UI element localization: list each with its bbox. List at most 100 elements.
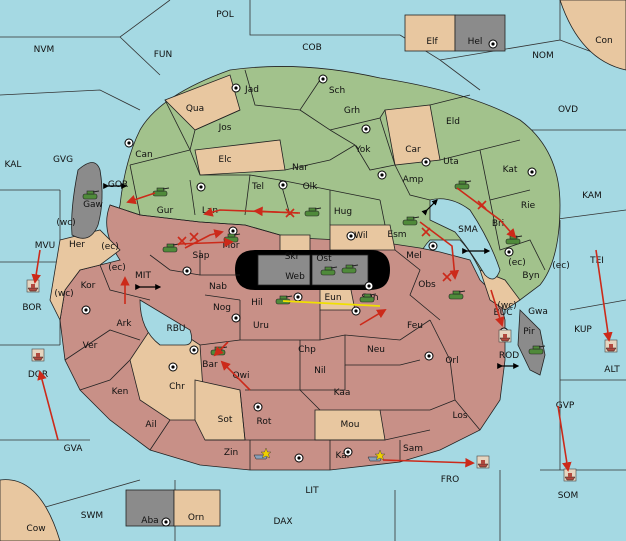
supply-center-icon xyxy=(182,266,192,276)
province-label-amp: Amp xyxy=(403,175,424,185)
fleet-icon[interactable] xyxy=(31,348,45,362)
order-arrow xyxy=(37,370,59,441)
province-label-eld: Eld xyxy=(446,117,460,127)
province-label-ark: Ark xyxy=(116,319,132,329)
sea-label-gvp: GVP xyxy=(556,401,575,411)
sea-label-fro: FRO xyxy=(441,475,460,485)
province-label-kor: Kor xyxy=(81,281,96,291)
army-icon[interactable] xyxy=(528,345,546,355)
province-label-sap: Sap xyxy=(193,251,210,261)
sea-label-kup: KUP xyxy=(574,325,592,335)
province-her[interactable] xyxy=(49,229,121,322)
province-gwa[interactable] xyxy=(479,269,521,311)
province-label-uru: Uru xyxy=(253,321,269,331)
army-icon[interactable] xyxy=(448,290,466,300)
province-label-sch: Sch xyxy=(329,86,345,96)
province-label-sam: Sam xyxy=(403,444,423,454)
province-label-rot: Rot xyxy=(257,417,272,427)
order-arrow xyxy=(220,360,251,391)
supply-center-icon xyxy=(421,157,431,167)
order-arrow xyxy=(184,229,224,249)
order-arrow xyxy=(419,221,460,280)
fleet-icon[interactable] xyxy=(604,339,618,353)
army-icon[interactable] xyxy=(82,190,100,200)
province-gaw[interactable] xyxy=(71,162,103,239)
army-icon[interactable] xyxy=(359,293,377,303)
province-label-los: Los xyxy=(452,411,467,421)
supply-center-icon xyxy=(168,362,178,372)
order-arrow xyxy=(456,187,517,239)
province-label-orn: Orn xyxy=(188,513,204,523)
province-label-nog: Nog xyxy=(213,303,231,313)
province-label-web: Web xyxy=(285,272,305,282)
fleet-icon[interactable] xyxy=(563,468,577,482)
province-label-car: Car xyxy=(405,145,421,155)
fleet-icon[interactable] xyxy=(253,447,272,460)
army-icon[interactable] xyxy=(162,243,180,253)
province-orn[interactable] xyxy=(173,489,221,527)
coast-tag: (ec) xyxy=(552,261,570,271)
supply-center-icon xyxy=(343,447,353,457)
order-arrow xyxy=(126,192,156,205)
province-label-tel: Tel xyxy=(251,182,264,192)
fleet-icon[interactable] xyxy=(367,449,386,462)
army-icon[interactable] xyxy=(320,266,338,276)
province-label-gaw: Gaw xyxy=(83,200,103,210)
order-arrow xyxy=(213,341,229,357)
province-label-uta: Uta xyxy=(443,157,459,167)
sea-label-con: Con xyxy=(595,36,613,46)
supply-center-icon xyxy=(346,231,356,241)
sea-label-mvu: MVU xyxy=(35,241,56,251)
province-label-olk: Olk xyxy=(303,182,319,192)
supply-center-icon xyxy=(318,74,328,84)
sea-label-dax: DAX xyxy=(273,517,292,527)
province-label-hil: Hil xyxy=(251,298,263,308)
supply-center-icon xyxy=(364,281,374,291)
army-icon[interactable] xyxy=(152,187,170,197)
sea-label-lit: LIT xyxy=(305,486,319,496)
province-car[interactable] xyxy=(384,104,441,166)
sea-label-sma: SMA xyxy=(458,225,478,235)
supply-center-icon xyxy=(428,241,438,251)
province-label-ver: Ver xyxy=(83,341,98,351)
sea-label-som: SOM xyxy=(558,491,579,501)
province-pir[interactable] xyxy=(517,309,546,376)
supply-center-icon xyxy=(361,124,371,134)
province-borders xyxy=(64,69,546,470)
province-label-rie: Rie xyxy=(521,201,536,211)
province-label-pir: Pir xyxy=(523,327,535,337)
cut-marker xyxy=(189,232,199,242)
supply-center-icon xyxy=(294,453,304,463)
army-icon[interactable] xyxy=(454,180,472,190)
dislodged-star-icon xyxy=(260,447,272,459)
army-icon[interactable] xyxy=(341,264,359,274)
province-label-mou: Mou xyxy=(341,420,360,430)
fleet-icon[interactable] xyxy=(26,279,40,293)
army-icon[interactable] xyxy=(402,216,420,226)
sea-label-kal: KAL xyxy=(5,160,22,170)
sea-label-gva: GVA xyxy=(64,444,84,454)
sea-label-gvg: GVG xyxy=(53,155,73,165)
fleet-icon[interactable] xyxy=(498,329,512,343)
sea-label-fun: FUN xyxy=(154,50,173,60)
lake-rbu xyxy=(139,299,193,346)
sea-label-dor: DOR xyxy=(28,370,48,380)
province-label-mel: Mel xyxy=(406,251,422,261)
province-label-her: Her xyxy=(69,240,85,250)
sea-label-ovd: OVD xyxy=(558,105,578,115)
order-arrow xyxy=(382,457,475,468)
fleet-icon[interactable] xyxy=(476,455,490,469)
sea-label-gor: GOR xyxy=(108,180,128,190)
province-label-nar: Nar xyxy=(292,163,308,173)
province-label-can: Can xyxy=(135,150,153,160)
coast-tag: (ec) xyxy=(101,242,119,252)
province-label-grh: Grh xyxy=(344,106,360,116)
sea-label-nvm: NVM xyxy=(34,45,55,55)
province-label-obs: Obs xyxy=(418,280,436,290)
province-label-chp: Chp xyxy=(298,345,316,355)
army-icon[interactable] xyxy=(304,207,322,217)
sea-label-alt: ALT xyxy=(604,365,620,375)
province-label-jos: Jos xyxy=(218,123,232,133)
province-web[interactable] xyxy=(257,254,311,286)
